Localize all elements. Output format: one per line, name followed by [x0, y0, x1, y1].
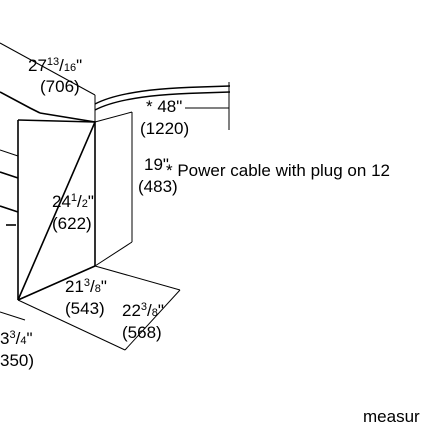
dimension-lines [0, 42, 181, 351]
overall-depth-ext-a [94, 265, 181, 291]
top-depth-dim-line [0, 42, 96, 96]
overall-depth-ext-b [17, 299, 126, 351]
inner-width-label: 241/2" [52, 192, 94, 211]
power-cable-note: * Power cable with plug on 12 [166, 161, 390, 180]
top-depth-mm: (706) [40, 77, 80, 96]
dimension-labels: 2713/16" (706) * 48" (1220) 19" (483) * … [0, 56, 420, 426]
front-dim-label: 33/4" [0, 329, 33, 348]
box-front-top-edge [0, 91, 41, 114]
power-cable-path-2 [94, 91, 231, 111]
inner-width-dim-line [0, 149, 19, 157]
overall-depth-dim-line [124, 289, 181, 351]
top-depth-label: 2713/16" [28, 56, 82, 75]
side-depth-dim-line [17, 265, 96, 301]
overall-depth-label: 223/8" [122, 301, 164, 320]
inner-width-mm: (622) [52, 214, 92, 233]
side-depth-mm: (543) [65, 299, 105, 318]
height-label: 19" [144, 155, 169, 174]
front-dim-ext-line [0, 311, 26, 321]
power-cable [94, 82, 231, 130]
footer-measurement-note: measur [363, 407, 420, 426]
side-depth-label: 213/8" [65, 277, 107, 296]
height-ext-top [94, 111, 133, 123]
height-mm: (483) [138, 177, 178, 196]
box-top-right-edge [17, 119, 96, 123]
cable-length-mm: (1220) [140, 119, 189, 138]
height-ext-bottom [94, 241, 133, 267]
drawer-edge-upper [0, 171, 19, 179]
overall-depth-mm: (568) [122, 323, 162, 342]
front-dim-mm: 350) [0, 351, 34, 370]
power-cable-path [94, 85, 231, 105]
cable-length-label: * 48" [146, 97, 182, 116]
drawer-edge-lower [0, 205, 19, 213]
